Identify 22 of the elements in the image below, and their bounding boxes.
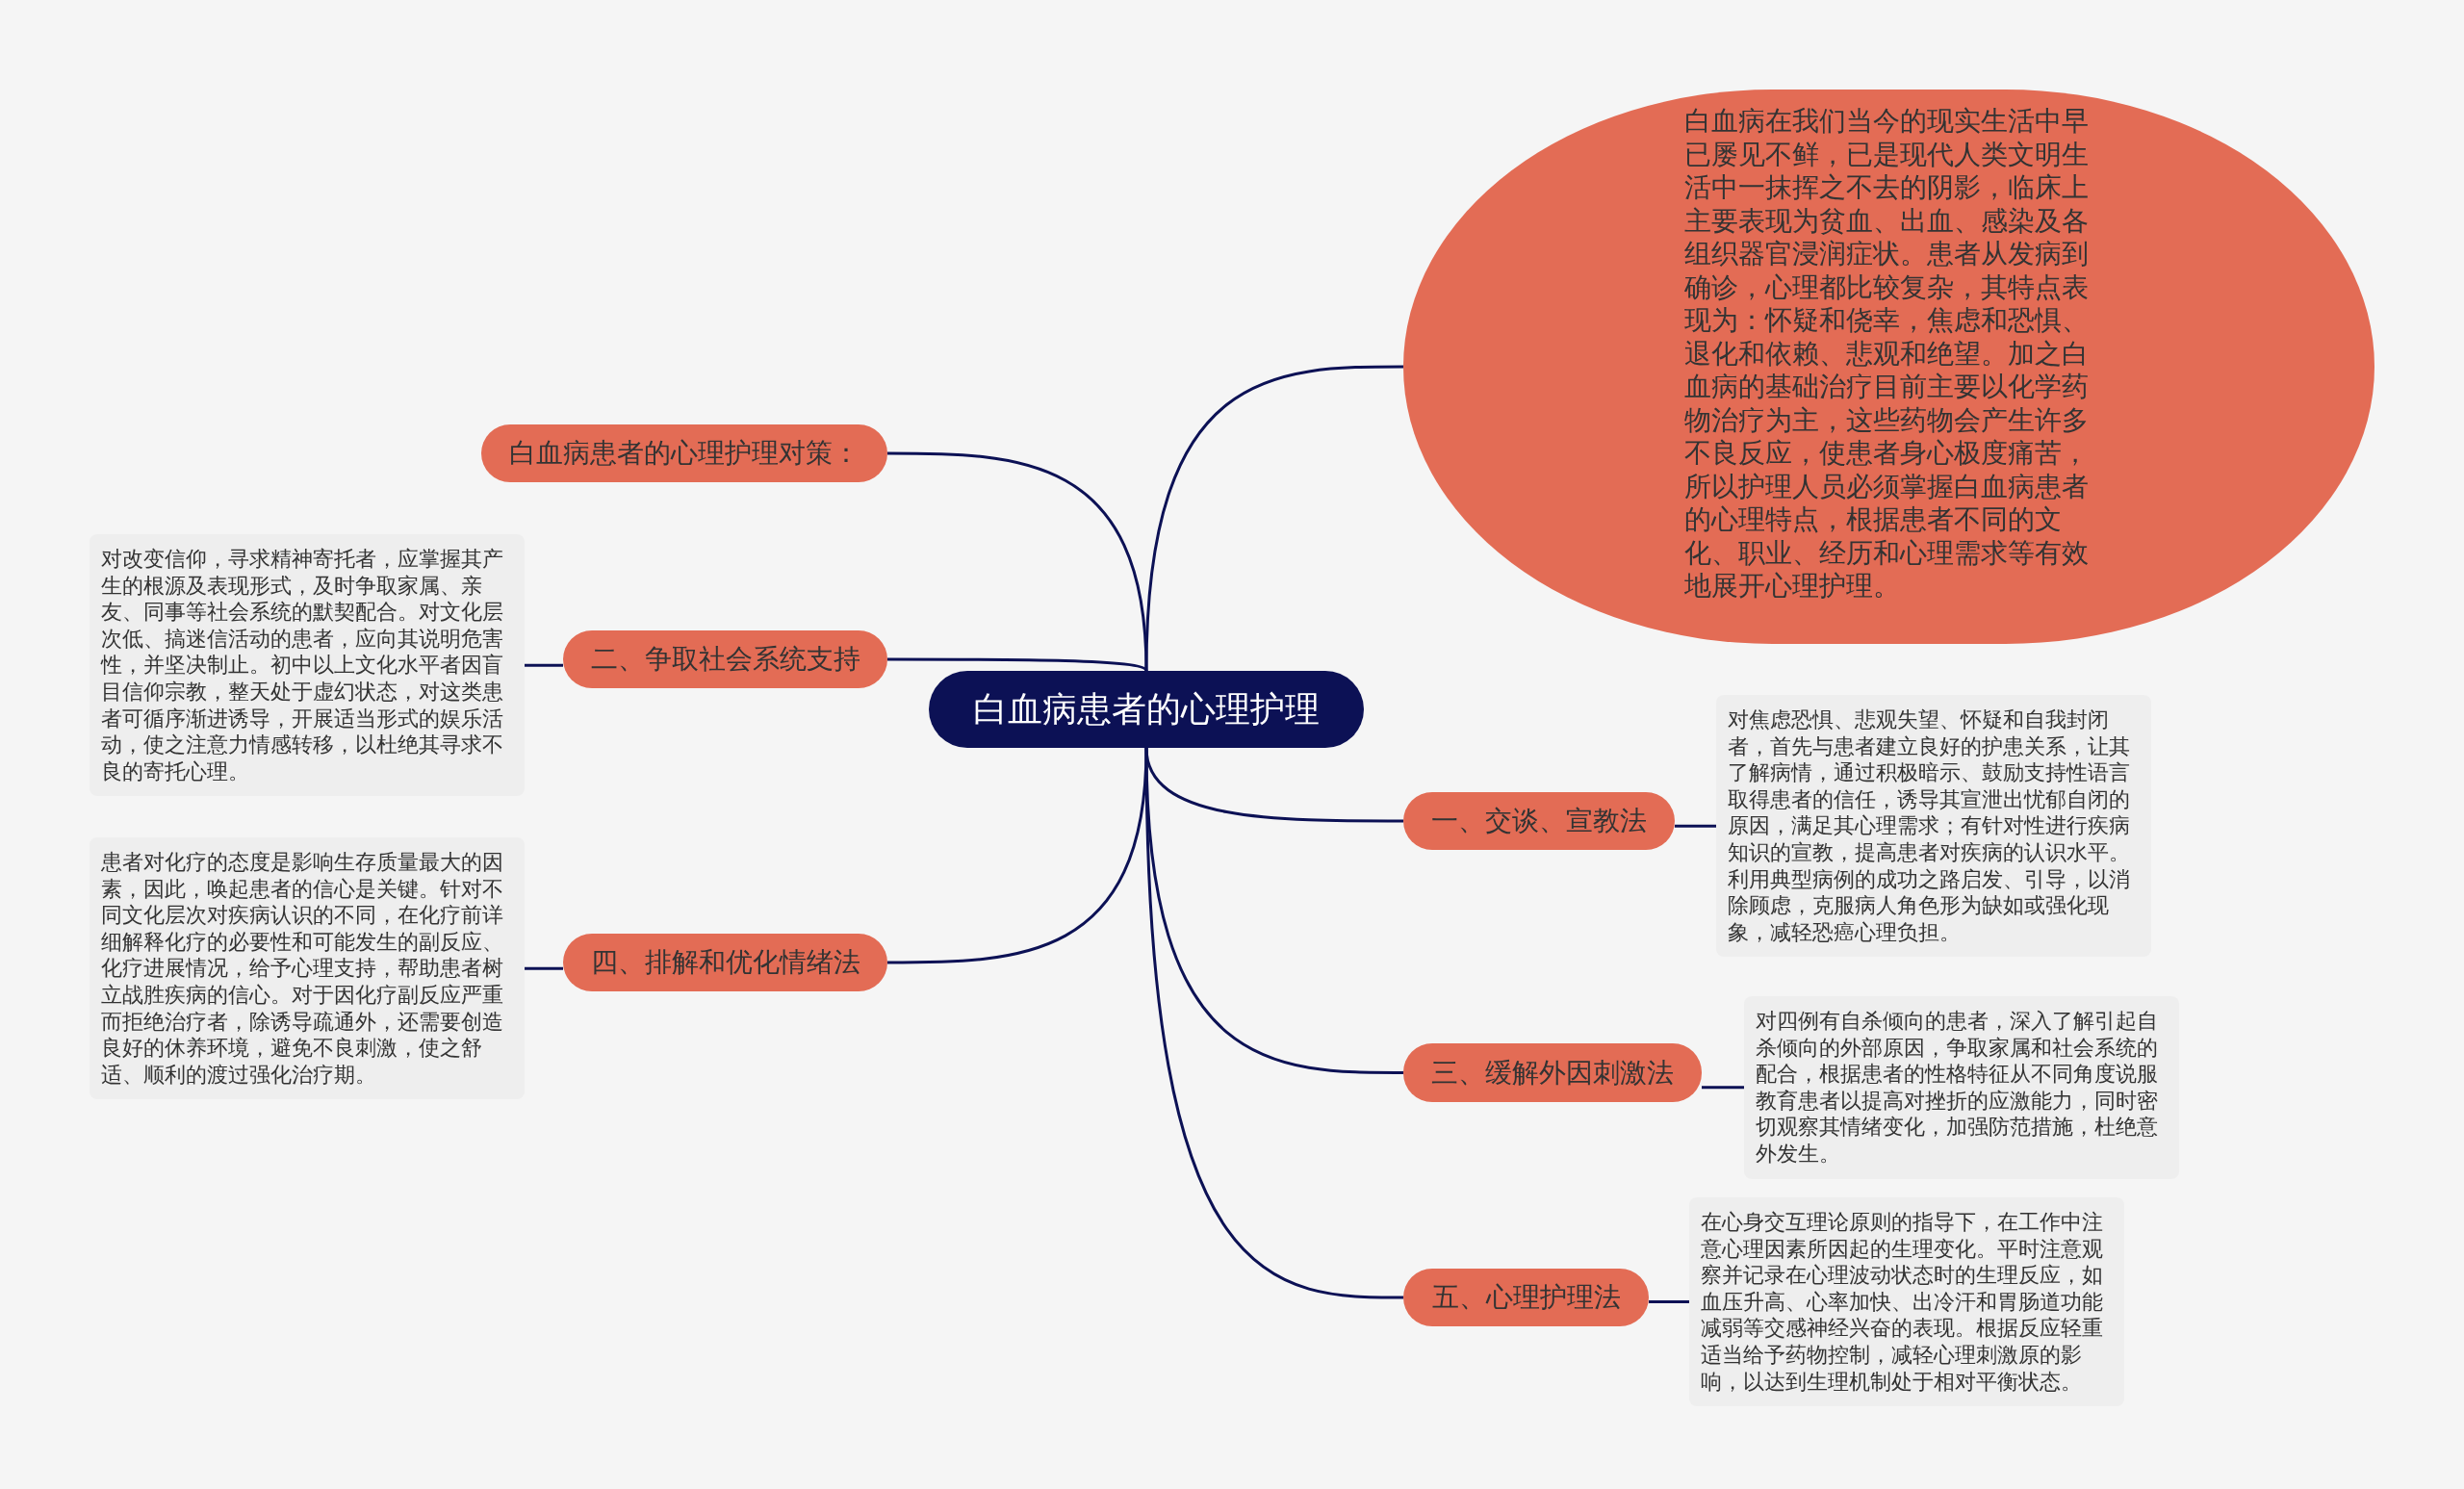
connector	[525, 663, 563, 667]
connector	[1649, 1300, 1689, 1304]
topic-pill: 一、交谈、宣教法	[1403, 792, 1675, 850]
central-topic: 白血病患者的心理护理	[929, 671, 1364, 748]
topic-pill: 二、争取社会系统支持	[563, 630, 887, 688]
topic-pill: 五、心理护理法	[1403, 1269, 1649, 1326]
topic-pill: 四、排解和优化情绪法	[563, 934, 887, 991]
connector	[887, 747, 1148, 964]
note-card: 对改变信仰，寻求精神寄托者，应掌握其产生的根源及表现形式，及时争取家属、亲友、同事等社会系统的默契配合。对文化层次低、搞迷信活动的患者，应向其说明危害性，并坚决制止。初中以上文化水平者因盲目信仰宗教，整天处于虚幻状态，对这类患者可循序渐进诱导，开展适当形式的娱乐活动，使之注意力情感转移，以杜绝其寻求不良的寄托心理。	[90, 534, 525, 797]
connector	[887, 451, 1148, 672]
note-card: 对焦虑恐惧、悲观失望、怀疑和自我封闭者，首先与患者建立良好的护患关系，让其了解病情，通过积极暗示、鼓励支持性语言取得患者的信任，诱导其宣泄出忧郁自闭的原因，满足其心理需求；有针对性进行疾病知识的宣教，提高患者对疾病的认识水平。利用典型病例的成功之路启发、引导，以消除顾虑，克服病人角色形为缺如或强化现象，减轻恐癌心理负担。	[1716, 695, 2151, 958]
connector	[1144, 747, 1403, 1299]
note-card: 在心身交互理论原则的指导下，在工作中注意心理因素所因起的生理变化。平时注意观察并记录在心理波动状态时的生理反应，如血压升高、心率加快、出冷汗和胃肠道功能减弱等交感神经兴奋的表现。根据反应轻重适当给予药物控制，减轻心理刺激原的影响，以达到生理机制处于相对平衡状态。	[1689, 1197, 2124, 1407]
connector	[1675, 824, 1716, 828]
topic-pill: 三、缓解外因刺激法	[1403, 1043, 1702, 1102]
note-card: 患者对化疗的态度是影响生存质量最大的因素，因此，唤起患者的信心是关键。针对不同文化层次对疾病认识的不同，在化疗前详细解释化疗的必要性和可能发生的副反应、化疗进展情况，给予心理支持，帮助患者树立战胜疾病的信心。对于因化疗副反应严重而拒绝治疗者，除诱导疏通外，还需要创造良好的休养环境，避免不良刺激，使之舒适、顺利的渡过强化治疗期。	[90, 837, 525, 1100]
connector	[887, 657, 1148, 673]
note-card: 对四例有自杀倾向的患者，深入了解引起自杀倾向的外部原因，争取家属和社会系统的配合，根据患者的性格特征从不同角度说服教育患者以提高对挫折的应激能力，同时密切观察其情绪变化，加强防范措施，杜绝意外发生。	[1744, 996, 2179, 1179]
connector	[525, 966, 563, 970]
connector	[1702, 1086, 1744, 1090]
topic-pill: 白血病患者的心理护理对策：	[481, 424, 887, 482]
connector	[1144, 365, 1403, 672]
